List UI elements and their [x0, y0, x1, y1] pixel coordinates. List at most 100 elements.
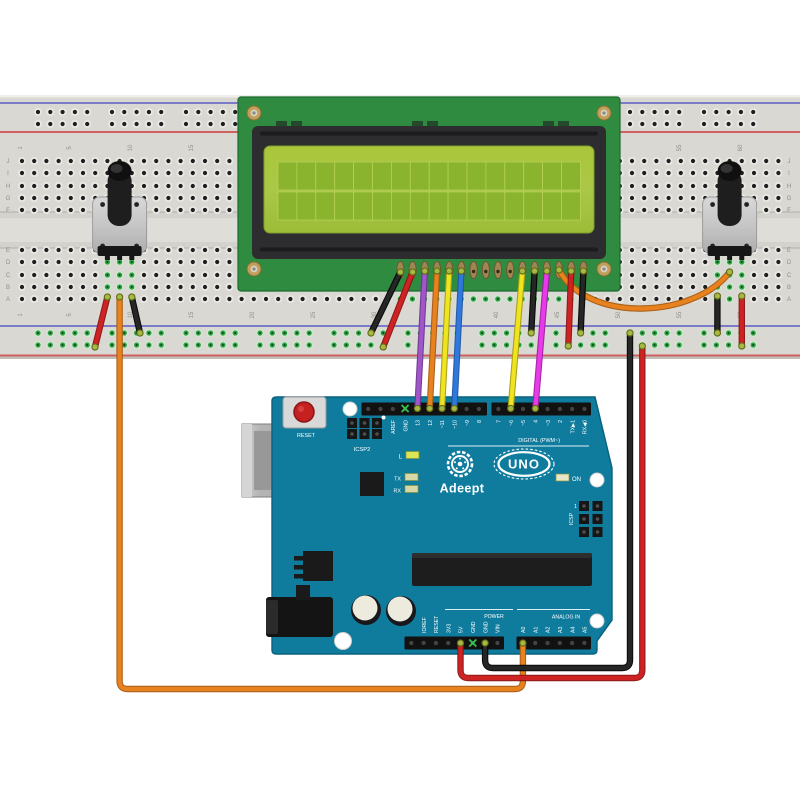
wire-lcd-pin1-to-gnd-rail[interactable] — [368, 269, 403, 336]
adeept-gear-logo-icon — [446, 450, 474, 478]
breadboard-label: 55 — [677, 144, 683, 151]
pot-shaft[interactable] — [717, 170, 742, 226]
breadboard-label: C — [787, 273, 792, 279]
breadboard-label: B — [787, 285, 791, 291]
icsp-label: ICSP — [569, 512, 575, 525]
lcd-top-pads — [276, 121, 569, 128]
wire-lcd-pin5-to-d11[interactable] — [439, 268, 452, 411]
potentiometer-right[interactable] — [702, 161, 758, 260]
potentiometer-left[interactable] — [92, 161, 148, 260]
breadboard-label: F — [6, 208, 10, 214]
pot-leg — [727, 255, 733, 260]
component-chip — [296, 585, 310, 600]
led-tx-label: TX — [394, 477, 401, 483]
breadboard-label: G — [6, 196, 11, 202]
breadboard-label: 15 — [189, 311, 195, 318]
breadboard-label: 5 — [67, 146, 73, 150]
pin-label: 4 — [534, 420, 540, 423]
pin-label: 7 — [497, 420, 503, 423]
wire-lcd-pin16-to-gnd-rail[interactable] — [578, 268, 586, 336]
breadboard-label: 30 — [372, 311, 378, 318]
analog-in-label: ANALOG IN — [552, 615, 581, 621]
pin-label: ~11 — [440, 420, 446, 429]
arduino-pcb — [271, 396, 613, 655]
wire-lcd-pin13-to-d4[interactable] — [533, 268, 549, 411]
pot-leg — [117, 255, 123, 260]
pin-label: 13 — [416, 420, 422, 426]
breadboard-label: 5 — [67, 313, 73, 317]
pin-label: A2 — [546, 627, 552, 633]
wire-pot-left-to-5v-rail[interactable] — [92, 294, 110, 350]
pot-base — [707, 246, 752, 256]
pot-leg — [714, 255, 720, 260]
pin-label: RESET — [434, 615, 440, 633]
pin-label: TX▶1 — [570, 420, 576, 434]
breadboard-label: I — [788, 171, 790, 177]
breadboard-label: 25 — [311, 311, 317, 318]
lcd-character-cells — [277, 161, 581, 221]
led-rx — [404, 485, 419, 493]
icsp-header — [579, 501, 603, 537]
pin-label: A0 — [521, 627, 527, 633]
breadboard-label: J — [7, 159, 10, 165]
lcd-mounting-holes — [246, 105, 612, 277]
breadboard-label: C — [6, 273, 11, 279]
lcd-display[interactable] — [237, 96, 621, 292]
adeept-brand-label: Adeept — [440, 482, 485, 496]
breadboard-label: A — [6, 297, 10, 303]
wire-lcd-pin3-to-d13[interactable] — [415, 268, 427, 411]
wire-gnd-to-bottom-rail[interactable] — [483, 330, 633, 671]
pin-label: GND — [483, 621, 489, 633]
wire-pot-left-to-gnd-rail[interactable] — [129, 294, 143, 336]
uno-model-label: UNO — [508, 457, 540, 472]
led-l-label: L — [399, 455, 403, 461]
wire-lcd-pin4-to-d12[interactable] — [427, 268, 440, 411]
wire-pot-left-wiper-to-a0[interactable] — [117, 294, 525, 692]
pot-screw — [100, 202, 105, 207]
wire-lcd-pin2-to-5v-rail[interactable] — [381, 269, 415, 350]
pin-label: 5V — [459, 626, 465, 633]
wire-5v-to-bottom-rail[interactable] — [458, 343, 645, 681]
led-rx-label: RX — [394, 489, 402, 495]
breadboard-label: G — [787, 196, 792, 202]
wire-lcd-pin12-to-gnd-rail[interactable] — [529, 268, 537, 336]
voltage-regulator — [294, 551, 333, 581]
pin-label: ~3 — [546, 420, 552, 426]
power-jack — [266, 597, 333, 637]
usb-interface-chip — [360, 472, 384, 496]
pin-label: IOREF — [422, 617, 428, 633]
wire-end-tips — [91, 266, 746, 647]
wire-lcd-pin6-to-d10[interactable] — [452, 268, 464, 411]
pin-label: A5 — [583, 627, 589, 633]
breadboard-label: 55 — [677, 311, 683, 318]
breadboard-label: 20 — [250, 311, 256, 318]
breadboard-label: B — [6, 285, 10, 291]
pin-label: A4 — [570, 627, 576, 633]
wire-lcd-pin15-to-5v-rail[interactable] — [566, 268, 574, 349]
pin-label: RX◀0 — [583, 420, 589, 434]
pin-label: A1 — [533, 627, 539, 633]
pot-shaft[interactable] — [107, 170, 132, 226]
wire-lcd-pin11-to-d6[interactable] — [508, 268, 525, 411]
reset-button[interactable] — [282, 396, 327, 429]
breadboard-label: D — [787, 260, 792, 266]
pin-label: ~6 — [509, 420, 515, 426]
led-l — [405, 451, 420, 459]
breadboard-label: F — [787, 208, 791, 214]
led-tx — [404, 473, 419, 481]
pin-label: 8 — [477, 420, 483, 423]
pin-label: ~5 — [521, 420, 527, 426]
pin-label: A3 — [558, 627, 564, 633]
pot-leg — [739, 255, 745, 260]
pot-screw — [134, 202, 139, 207]
breadboard-label: H — [787, 184, 791, 190]
breadboard-label: I — [7, 171, 9, 177]
led-on — [555, 473, 570, 482]
icsp-pin1-label: 1 — [574, 504, 577, 510]
capacitor — [351, 595, 381, 625]
pot-leg — [104, 255, 110, 260]
pot-base — [97, 246, 142, 256]
power-label: POWER — [484, 614, 504, 620]
icsp2-label: ICSP2 — [354, 447, 371, 453]
